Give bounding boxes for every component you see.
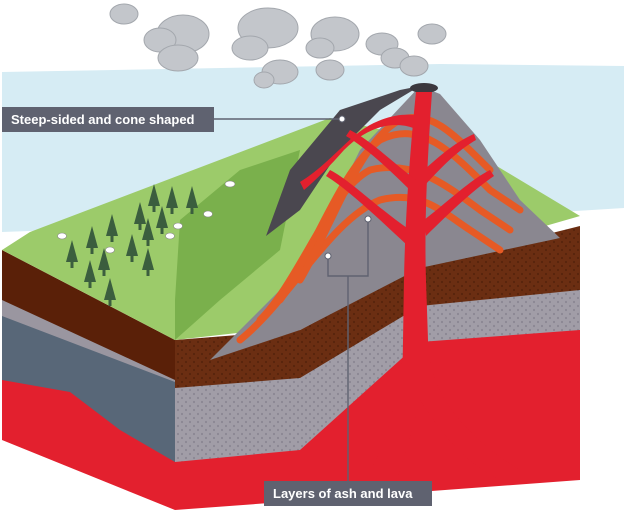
sheep-icon bbox=[165, 232, 175, 240]
tree-icon bbox=[66, 240, 78, 268]
tree-icon bbox=[156, 206, 168, 234]
tree-icon bbox=[142, 248, 154, 276]
soil-layer-side bbox=[175, 226, 580, 388]
sheep-icon bbox=[203, 210, 213, 218]
marker-layer-2 bbox=[364, 215, 372, 223]
tree-icon bbox=[166, 186, 178, 214]
tree-icon bbox=[126, 234, 138, 262]
sheep-icon bbox=[224, 180, 236, 188]
tree-icon bbox=[98, 248, 110, 276]
tree-icon bbox=[84, 260, 96, 288]
marker-layer-1 bbox=[324, 252, 332, 260]
rock-layer-side bbox=[175, 284, 580, 462]
magma-conduit bbox=[300, 92, 520, 500]
sheep-icon bbox=[173, 222, 183, 230]
cloud-icon bbox=[305, 16, 360, 59]
cloud-icon bbox=[143, 14, 210, 72]
tree-icon bbox=[106, 214, 118, 242]
bedrock-layer bbox=[2, 300, 175, 462]
flock bbox=[57, 180, 236, 254]
crater bbox=[410, 83, 438, 93]
sheep-icon bbox=[105, 246, 115, 254]
grass-shade bbox=[175, 150, 300, 340]
forest bbox=[66, 184, 198, 306]
cloud-icon bbox=[109, 3, 139, 25]
magma-layer-front bbox=[2, 350, 175, 510]
callout-leaders bbox=[214, 118, 369, 482]
cloud-icon bbox=[417, 23, 447, 45]
cloud-icon bbox=[399, 55, 429, 77]
label-steep-sided: Steep-sided and cone shaped bbox=[2, 107, 214, 132]
sheep-icon bbox=[57, 232, 67, 240]
tree-icon bbox=[86, 226, 98, 254]
tree-icon bbox=[142, 218, 154, 246]
soil-layer-front bbox=[2, 250, 175, 380]
cloud-icon bbox=[253, 59, 299, 89]
label-layers-ash-lava: Layers of ash and lava bbox=[264, 481, 432, 506]
tree-icon bbox=[104, 278, 116, 306]
ash-cloud bbox=[109, 3, 447, 89]
marker-cone bbox=[338, 115, 346, 123]
tree-icon bbox=[186, 186, 198, 214]
callout-markers bbox=[324, 115, 372, 260]
cone-dark-side bbox=[266, 86, 420, 236]
cloud-icon bbox=[315, 59, 345, 81]
tree-icon bbox=[148, 184, 160, 212]
tree-icon bbox=[134, 202, 146, 230]
cloud-icon bbox=[231, 7, 299, 61]
leader-line-layers bbox=[327, 220, 369, 482]
